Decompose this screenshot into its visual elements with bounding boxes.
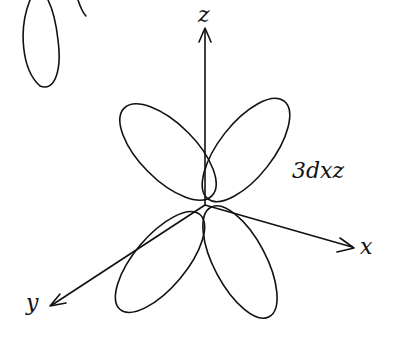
y-axis xyxy=(52,205,205,305)
y-arrowhead xyxy=(50,294,66,306)
axis-label: y xyxy=(26,292,38,314)
x-axis xyxy=(205,205,352,247)
x-arrowhead xyxy=(337,238,354,252)
axis-label: x xyxy=(360,236,372,258)
axis-label: z xyxy=(198,4,210,26)
orbital-lobe xyxy=(188,195,292,329)
z-axis xyxy=(204,30,206,205)
orbital-lobe xyxy=(100,198,220,326)
partial-stroke xyxy=(78,0,86,16)
z-arrowhead xyxy=(199,28,211,42)
partial-lobe xyxy=(23,0,59,87)
orbital-lobe xyxy=(187,85,306,216)
orbital-label: 3dxz xyxy=(292,160,344,182)
